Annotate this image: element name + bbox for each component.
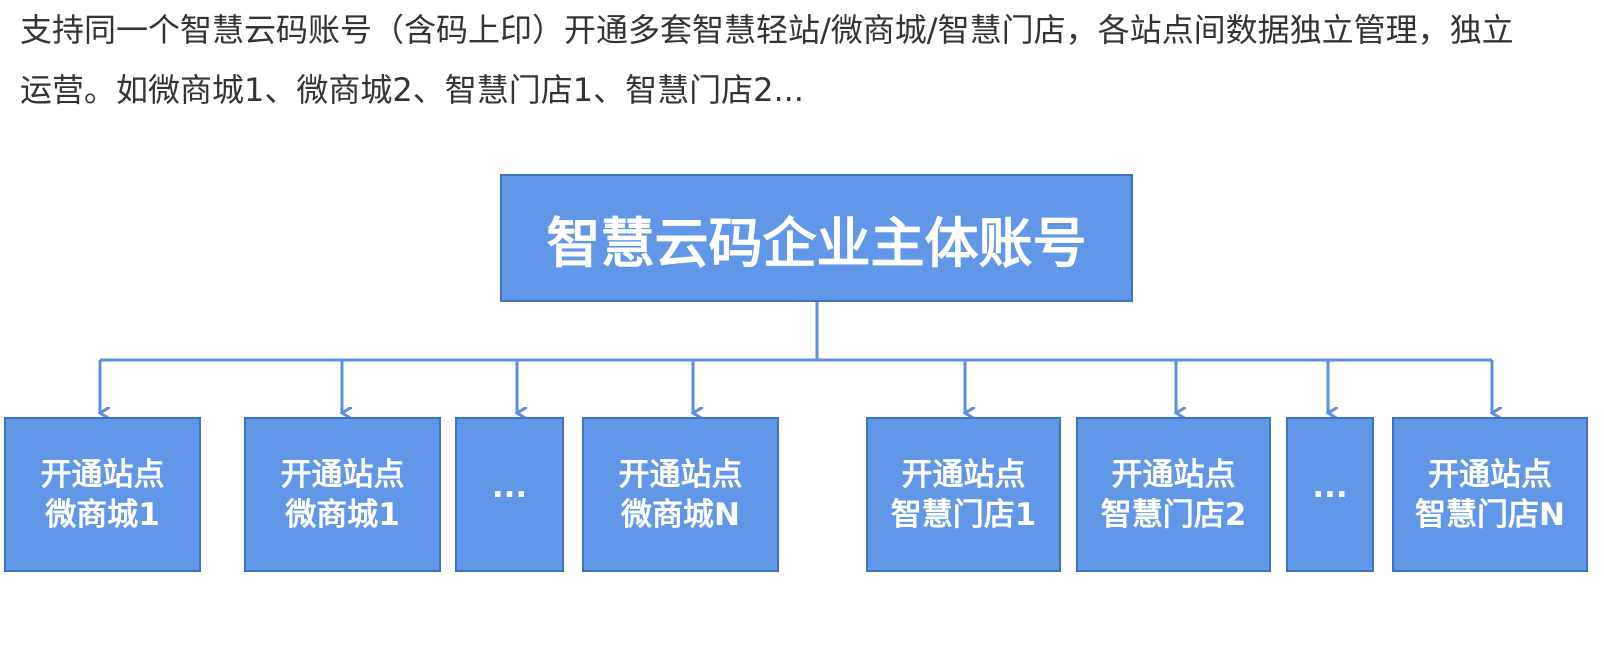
intro-line-1: 支持同一个智慧云码账号（含码上印）开通多套智慧轻站/微商城/智慧门店，各站点间数… — [20, 11, 1514, 49]
site-node-8: 开通站点 智慧门店N — [1392, 417, 1588, 572]
site-node-5-line2: 智慧门店1 — [890, 496, 1037, 533]
site-node-2: 开通站点 微商城1 — [244, 417, 441, 572]
intro-paragraph: 支持同一个智慧云码账号（含码上印）开通多套智慧轻站/微商城/智慧门店，各站点间数… — [20, 0, 1604, 120]
site-node-8-line2: 智慧门店N — [1415, 496, 1565, 533]
ellipsis-node-2: ··· — [1286, 417, 1374, 572]
ellipsis-node-2-label: ··· — [1312, 476, 1348, 513]
site-node-4: 开通站点 微商城N — [582, 417, 779, 572]
site-node-6: 开通站点 智慧门店2 — [1076, 417, 1271, 572]
site-node-5-line1: 开通站点 — [901, 456, 1026, 493]
root-account-label: 智慧云码企业主体账号 — [546, 211, 1087, 275]
site-node-6-line1: 开通站点 — [1111, 456, 1236, 493]
ellipsis-node-1-label: ··· — [491, 476, 528, 513]
root-account-node: 智慧云码企业主体账号 — [500, 174, 1133, 302]
site-node-6-line2: 智慧门店2 — [1100, 496, 1247, 533]
site-node-2-line1: 开通站点 — [280, 456, 405, 493]
intro-line-2: 运营。如微商城1、微商城2、智慧门店1、智慧门店2... — [20, 71, 804, 109]
site-node-5: 开通站点 智慧门店1 — [866, 417, 1061, 572]
site-node-4-line2: 微商城N — [621, 496, 740, 533]
site-node-1: 开通站点 微商城1 — [4, 417, 201, 572]
site-node-8-line1: 开通站点 — [1428, 456, 1552, 493]
site-node-1-line2: 微商城1 — [45, 496, 160, 533]
site-node-4-line1: 开通站点 — [618, 456, 743, 493]
site-node-1-line1: 开通站点 — [40, 456, 165, 493]
ellipsis-node-1: ··· — [455, 417, 564, 572]
site-node-2-line2: 微商城1 — [285, 496, 400, 533]
